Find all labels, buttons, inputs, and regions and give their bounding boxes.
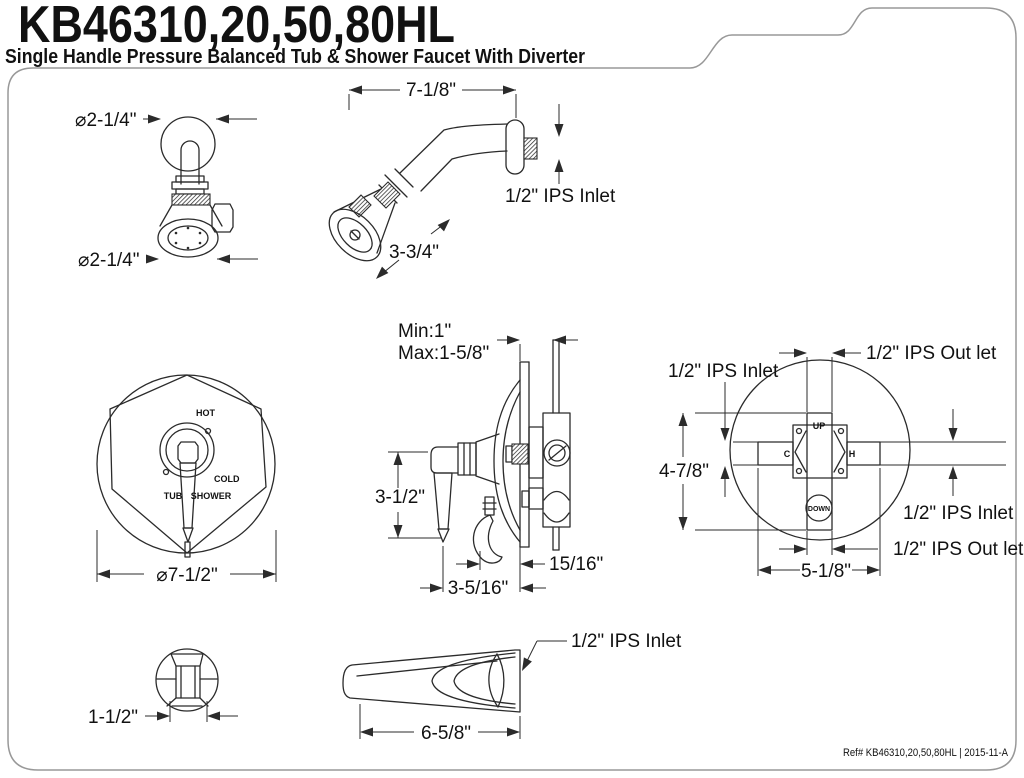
valve-trim-front-view: HOT COLD TUB SHOWER ⌀7-1/2"	[96, 374, 277, 586]
label-cold-port: C	[784, 449, 791, 459]
hex-plate	[109, 374, 267, 554]
valve-vertical-body	[806, 412, 833, 531]
dim-label-arm-inlet: 1/2" IPS Inlet	[505, 186, 616, 207]
tub-spout-front-view: 1-1/2"	[88, 648, 238, 728]
dim-label-valve-width: 5-1/8"	[801, 561, 851, 582]
cold-inlet-pipe	[757, 441, 794, 466]
label-tub: TUB	[164, 491, 183, 501]
page-title: KB46310,20,50,80HL	[18, 0, 455, 54]
dim-label-handle-length: 3-1/2"	[375, 487, 425, 508]
head-knurl	[348, 194, 372, 218]
dim-label-head-face-diameter: ⌀2-1/4"	[78, 250, 140, 271]
dim-label-head-length: 3-3/4"	[389, 242, 439, 263]
label-hot-port: H	[849, 449, 856, 459]
reference-number: Ref# KB46310,20,50,80HL | 2015-11-A	[843, 747, 1009, 759]
spout-outline	[342, 649, 521, 713]
label-shower: SHOWER	[191, 491, 232, 501]
valve-body-side	[542, 412, 571, 528]
dim-label-valve-height: 4-7/8"	[659, 461, 709, 482]
handle-hub	[177, 441, 199, 464]
sheet-border	[7, 7, 1017, 771]
dim-label-spout-inlet: 1/2" IPS Inlet	[571, 631, 682, 652]
dim-label-wall-min: Min:1"	[398, 321, 451, 342]
dim-label-outlet-bottom: 1/2" IPS Out let	[893, 539, 1024, 560]
label-hot: HOT	[196, 408, 216, 418]
trim-plate-profile	[493, 379, 521, 543]
diverter-rod	[184, 541, 191, 558]
dim-label-spout-diameter: 1-1/2"	[88, 707, 138, 728]
dim-label-inlet-right: 1/2" IPS Inlet	[903, 503, 1014, 524]
coupling-knurl	[373, 181, 401, 209]
threaded-nipple	[523, 137, 538, 160]
label-up: UP	[813, 421, 826, 431]
spray-holes	[174, 226, 202, 250]
shower-arm-side-view: 7-1/8" 1/2" IPS Inlet 3-3/4"	[328, 80, 616, 283]
dim-label-outlet-top: 1/2" IPS Out let	[866, 343, 997, 364]
hot-inlet-pipe	[846, 441, 881, 466]
tub-spout-side-view: 6-5/8" 1/2" IPS Inlet	[342, 631, 682, 744]
diverter-stem	[484, 496, 495, 516]
dim-label-plate-depth: 15/16"	[549, 554, 603, 575]
dim-label-wall-max: Max:1-5/8"	[398, 343, 489, 364]
handle-elbow	[430, 446, 459, 474]
valve-trim-side-view: Min:1" Max:1-5/8" 3-1/2" 15/16" 3-5/16"	[375, 321, 603, 599]
label-down: DOWN	[808, 506, 830, 513]
rough-in-valve-view: UP DOWN C H 4-7/8" 1/2" IPS Out let 1/2"…	[659, 343, 1024, 582]
adjuster-knob	[211, 203, 234, 233]
dim-label-head-top-diameter: ⌀2-1/4"	[75, 110, 137, 131]
dim-label-arm-length: 7-1/8"	[406, 80, 456, 101]
handle-grip-side	[433, 472, 453, 530]
dim-label-spout-length: 6-5/8"	[421, 723, 471, 744]
diverter-hook	[472, 514, 503, 564]
label-cold: COLD	[214, 474, 240, 484]
dim-label-inlet-top-left: 1/2" IPS Inlet	[668, 361, 779, 382]
dim-label-trim-diameter: ⌀7-1/2"	[156, 565, 218, 586]
wall-opening-circle	[729, 359, 911, 541]
dim-label-handle-depth: 3-5/16"	[448, 578, 509, 599]
shower-head-front-view: ⌀2-1/4" ⌀2-1/4"	[75, 110, 258, 271]
valve-stem-threads	[511, 443, 529, 465]
page-subtitle: Single Handle Pressure Balanced Tub & Sh…	[5, 46, 585, 68]
knurled-band	[171, 193, 211, 206]
wall-flange	[505, 119, 525, 175]
